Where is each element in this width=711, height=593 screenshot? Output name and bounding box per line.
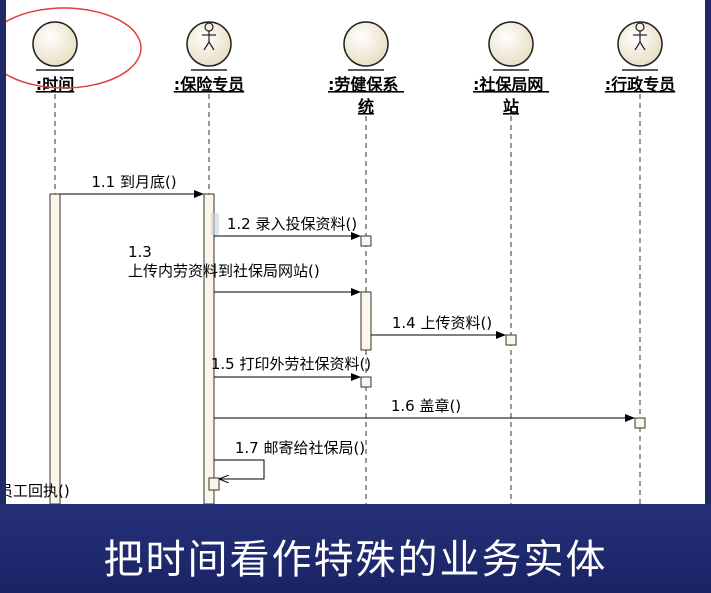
caption-band xyxy=(0,504,711,593)
diagram-frame: :时间 :保险专员 xyxy=(6,0,705,504)
lifeline-label-time: :时间 xyxy=(36,75,74,94)
svg-text:1.6 盖章(): 1.6 盖章() xyxy=(391,397,461,415)
partial-message-label: 员工回执() xyxy=(6,482,70,500)
svg-text:1.7 邮寄给社保局(): 1.7 邮寄给社保局() xyxy=(235,439,365,457)
activation-labor-system-2 xyxy=(360,291,372,351)
svg-text:1.5 打印外劳社保资料(): 1.5 打印外劳社保资料() xyxy=(211,355,371,373)
svg-text:1.4 上传资料(): 1.4 上传资料() xyxy=(392,314,492,332)
activation-insurance-clerk-self xyxy=(208,477,220,491)
activation-social-site xyxy=(505,334,517,346)
lifeline-insurance-clerk: :保险专员 xyxy=(174,21,244,504)
lifeline-label-admin-clerk: :行政专员 xyxy=(605,75,675,94)
highlight-ellipse xyxy=(6,7,142,89)
lifeline-label-insurance-clerk: :保险专员 xyxy=(174,75,244,94)
activation-labor-system-3 xyxy=(360,376,372,388)
message-1-7: 1.7 邮寄给社保局() xyxy=(214,439,365,479)
actor-icon xyxy=(633,22,647,51)
lifeline-labor-system: :劳健保系 统 xyxy=(328,21,404,504)
message-1-5: 1.5 打印外劳社保资料() xyxy=(211,355,371,381)
activation-time xyxy=(49,193,61,504)
actor-icon xyxy=(202,22,216,51)
message-1-4: 1.4 上传资料() xyxy=(371,314,506,339)
activation-admin-clerk xyxy=(634,417,646,429)
message-1-2: 1.2 录入投保资料() xyxy=(211,213,361,240)
sequence-diagram: :时间 :保险专员 xyxy=(6,7,675,504)
lifeline-social-site: :社保局网 站 xyxy=(473,21,549,504)
lifeline-time: :时间 xyxy=(32,21,78,504)
activation-labor-system-1 xyxy=(360,235,372,247)
lifeline-admin-clerk: :行政专员 xyxy=(605,21,675,504)
svg-text:1.3 上传内劳资料到社保局网站(): 1.3 上传内劳资料到社保局网站() xyxy=(128,243,320,280)
activation-insurance-clerk xyxy=(203,193,215,504)
slide-caption: 把时间看作特殊的业务实体 xyxy=(103,537,608,583)
lifeline-label-labor-system: :劳健保系 统 xyxy=(328,75,404,116)
svg-text:1.1 到月底(): 1.1 到月底() xyxy=(91,173,176,191)
message-1-6: 1.6 盖章() xyxy=(214,397,635,422)
lifeline-label-social-site: :社保局网 站 xyxy=(473,75,549,116)
svg-text:1.2 录入投保资料(): 1.2 录入投保资料() xyxy=(227,215,357,233)
message-1-3: 1.3 上传内劳资料到社保局网站() xyxy=(128,243,361,296)
message-1-1: 1.1 到月底() xyxy=(60,173,204,198)
frame-right-bar xyxy=(705,0,711,504)
frame-left-bar xyxy=(0,0,6,504)
